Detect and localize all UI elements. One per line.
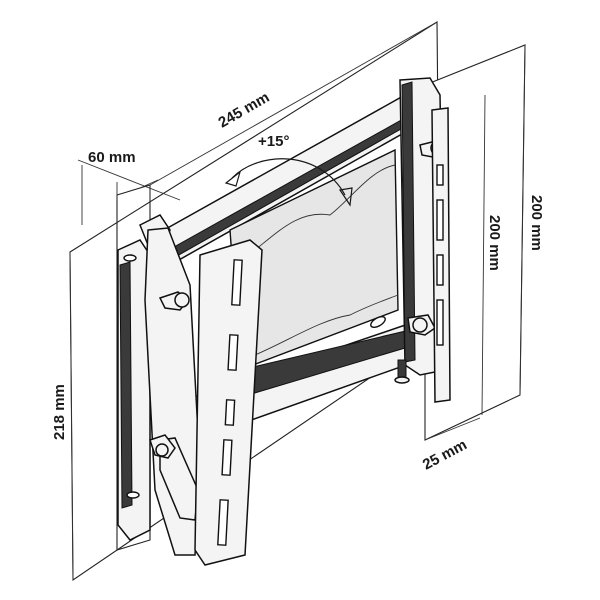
plate-width-label: 25 mm	[420, 436, 470, 473]
width-label: 245 mm	[216, 89, 273, 132]
front-tv-plate	[194, 239, 263, 566]
height-dimension-line	[69, 251, 74, 581]
right-hanging-plate	[431, 107, 451, 403]
slot-2	[227, 334, 239, 371]
bottom-screw	[394, 359, 410, 384]
plate-height-outer-line	[519, 44, 526, 396]
wing-bolt-left-bottom	[149, 434, 176, 459]
plate-height-inner-label: 200 mm	[486, 215, 503, 271]
plate-height-outer-label: 200 mm	[528, 195, 545, 251]
wing-bolt-lower-right	[407, 314, 436, 336]
height-label: 218 mm	[51, 384, 68, 440]
plate-height-inner-line	[481, 94, 486, 416]
depth-dimension-line	[77, 159, 181, 201]
wing-bolt-left-top	[158, 291, 190, 311]
width-dimension-line	[149, 21, 438, 186]
plate-width-line	[424, 417, 481, 441]
depth-plane-outline	[116, 184, 151, 551]
dimension-lines	[69, 21, 526, 581]
tilt-label: +15°	[258, 133, 289, 150]
tilt-arrow	[224, 158, 353, 207]
depth-label: 60 mm	[88, 149, 136, 166]
slot-4	[221, 439, 233, 476]
slot-5	[217, 499, 229, 546]
slot-3	[224, 399, 236, 426]
slot-1	[231, 259, 243, 306]
horizontal-rails	[154, 94, 426, 441]
left-hanging-arm	[144, 227, 201, 556]
